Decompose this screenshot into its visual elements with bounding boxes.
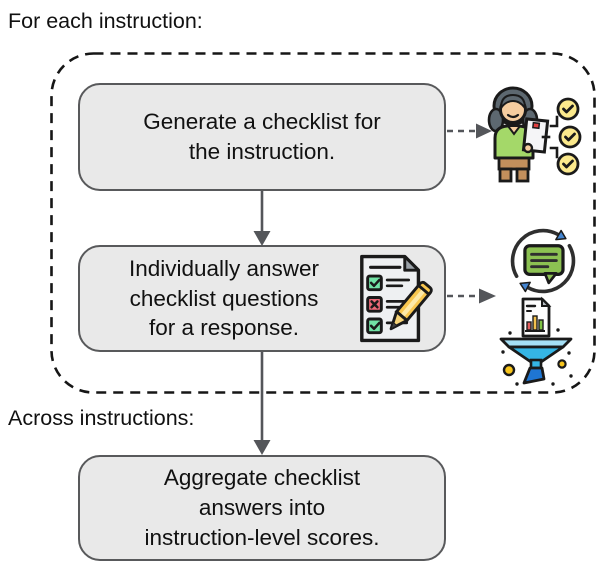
generate-checklist-text: Generate a checklist for the instruction…: [143, 109, 381, 164]
checklist-with-pencil-icon: [360, 254, 433, 343]
check-circles-glyph: [556, 97, 582, 176]
speech-bubble-glyph: [523, 244, 565, 285]
answer-checklist-text: Individually answer checklist questions …: [128, 255, 320, 341]
generate-checklist-step: Generate a checklist for the instruction…: [78, 83, 446, 191]
answer-to-aggregate-arrow: [253, 352, 271, 455]
across-instructions-label: Across instructions:: [8, 406, 195, 430]
chart-document-glyph: [521, 296, 552, 338]
annotator-with-checklist-icon: [487, 86, 582, 183]
aggregate-scores-text: Aggregate checklist answers into instruc…: [144, 465, 380, 550]
response-chat-cycle-icon: [510, 228, 576, 294]
generate-to-answer-arrow: [253, 191, 271, 246]
for-each-instruction-label: For each instruction:: [8, 9, 203, 33]
aggregate-scores-step: Aggregate checklist answers into instruc…: [78, 455, 446, 561]
answer-checklist-step: Individually answer checklist questions …: [78, 245, 446, 352]
answer-to-icons-dashed-arrow: [447, 288, 496, 304]
aggregation-funnel-icon: [499, 296, 573, 386]
